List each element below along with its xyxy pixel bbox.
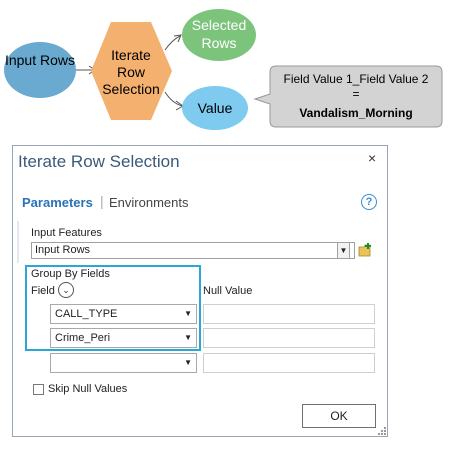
input-features-combobox[interactable]: Input Rows [31,242,355,259]
tab-parameters[interactable]: Parameters [22,195,93,210]
iterate-label-2: Row [117,64,146,80]
null-value-input-2[interactable] [203,328,375,348]
null-value-input-1[interactable] [203,304,375,324]
ok-button[interactable]: OK [302,404,376,428]
group-field-value: CALL_TYPE [55,308,118,320]
null-value-input-3[interactable] [203,353,375,373]
help-icon[interactable]: ? [361,194,377,210]
resize-grip-icon[interactable] [377,426,387,436]
chevron-down-icon[interactable]: ▼ [337,242,350,259]
group-field-value: Crime_Peri [55,332,111,344]
model-diagram: Input Rows Iterate Row Selection Selecte… [4,9,443,130]
callout-line-3: Vandalism_Morning [299,106,412,120]
iterate-row-selection-dialog: Iterate Row Selection × Parameters | Env… [12,145,388,437]
parameter-accent-bar [17,221,19,263]
field-header: Field [31,285,55,297]
input-rows-label-1: Input Rows [5,52,75,68]
dropdown-arrow-icon: ▼ [184,333,192,342]
dialog-title: Iterate Row Selection [18,152,180,171]
value-label: Value [198,100,233,116]
iterate-row-selection-node[interactable] [91,22,172,120]
skip-null-values-label: Skip Null Values [48,383,128,395]
selected-rows-label-1: Selected [192,17,246,33]
selected-rows-node[interactable] [182,9,256,61]
close-icon[interactable]: × [368,150,377,166]
tab-environments[interactable]: Environments [109,195,189,210]
null-value-header: Null Value [203,285,253,297]
input-features-label: Input Features [31,227,102,239]
group-field-select-3[interactable]: ▼ [50,353,197,373]
group-by-highlight-box [25,265,201,351]
iterate-label-1: Iterate [111,47,151,63]
tab-separator: | [100,193,104,209]
dropdown-arrow-icon: ▼ [184,309,192,318]
callout-line-1: Field Value 1_Field Value 2 [284,72,429,86]
dropdown-arrow-icon: ▼ [184,358,192,367]
browse-folder-icon[interactable] [358,242,374,258]
skip-null-values-checkbox[interactable] [33,384,44,395]
connector-iterate-to-value [164,91,183,107]
callout-line-2: = [352,87,359,101]
value-node[interactable] [182,86,248,130]
group-field-select-1[interactable]: CALL_TYPE ▼ [50,304,197,324]
value-callout [253,65,443,128]
connector-iterate-to-selected [164,35,181,51]
group-field-select-2[interactable]: Crime_Peri ▼ [50,328,197,348]
selected-rows-label-2: Rows [201,35,236,51]
arrowhead [173,34,182,43]
group-by-fields-label: Group By Fields [31,268,110,280]
chevron-down-circle-icon[interactable]: ⌄ [58,282,74,298]
iterate-label-3: Selection [102,81,160,97]
input-rows-node[interactable] [4,42,76,98]
